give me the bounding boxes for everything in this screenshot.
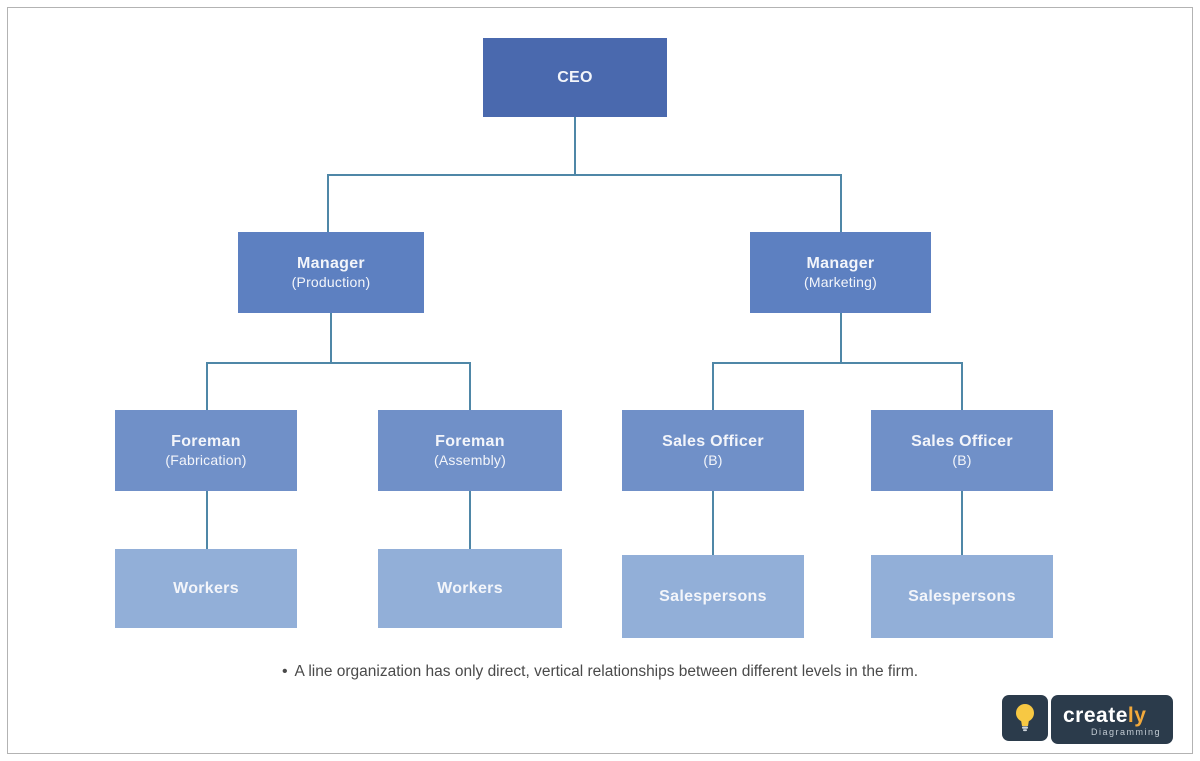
connector-line [961,491,963,555]
connector-line [206,491,208,549]
node-title: Sales Officer [911,432,1013,450]
connector-line [712,362,714,410]
node-title: Foreman [435,432,505,450]
footnote-text: A line organization has only direct, ver… [294,663,919,680]
node-foreman-assembly: Foreman (Assembly) [378,410,562,491]
node-subtitle: (Assembly) [433,451,506,468]
connector-line [712,362,962,364]
node-ceo: CEO [483,38,667,117]
node-title: Manager [806,254,875,272]
connector-line [206,362,471,364]
node-title: Salespersons [659,587,767,605]
bullet-glyph: • [281,663,288,680]
footnote: • A line organization has only direct, ve… [0,663,1200,681]
node-title: CEO [557,68,593,86]
brand-name: creately [1063,705,1161,726]
node-foreman-fabrication: Foreman (Fabrication) [115,410,297,491]
node-subtitle: (Marketing) [804,273,877,290]
creately-logo[interactable]: creately Diagramming [1002,695,1174,744]
node-subtitle: (B) [952,451,972,468]
node-title: Workers [173,579,239,597]
node-salespersons-1: Salespersons [622,555,804,638]
node-subtitle: (Fabrication) [165,451,247,468]
brand-prefix: create [1063,704,1128,727]
connector-line [840,174,842,232]
brand-suffix: ly [1127,704,1147,727]
connector-line [574,117,576,175]
node-subtitle: (Production) [291,273,371,290]
connector-line [327,174,842,176]
node-sales-officer-1: Sales Officer (B) [622,410,804,491]
node-sales-officer-2: Sales Officer (B) [871,410,1053,491]
node-title: Manager [297,254,365,272]
node-workers-2: Workers [378,549,562,628]
lightbulb-icon [1002,695,1048,741]
node-manager-marketing: Manager (Marketing) [750,232,931,313]
creately-logo-text: creately Diagramming [1051,695,1174,744]
connector-line [469,362,471,410]
connector-line [206,362,208,410]
node-manager-production: Manager (Production) [238,232,424,313]
page-border [7,7,1193,754]
node-title: Salespersons [908,587,1016,605]
node-subtitle: (B) [703,451,723,468]
connector-line [840,313,842,363]
node-title: Sales Officer [662,432,764,450]
connector-line [469,491,471,549]
node-title: Workers [437,579,503,597]
brand-tagline: Diagramming [1091,727,1162,737]
node-salespersons-2: Salespersons [871,555,1053,638]
node-workers-1: Workers [115,549,297,628]
connector-line [330,313,332,363]
node-title: Foreman [171,432,241,450]
connector-line [961,362,963,410]
connector-line [327,174,329,232]
connector-line [712,491,714,555]
